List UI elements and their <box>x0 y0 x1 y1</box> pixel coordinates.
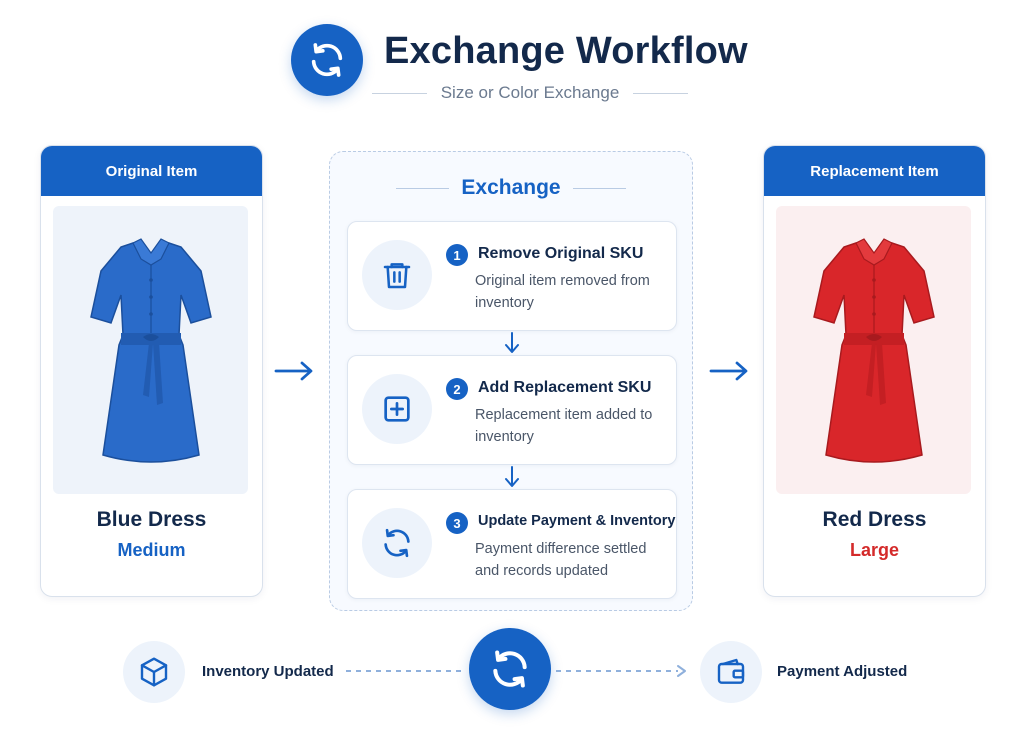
arrow-down-icon <box>505 466 519 487</box>
replacement-item-card: Replacement Item Red Dress Large <box>763 145 986 597</box>
original-item-heading: Original Item <box>41 146 262 196</box>
arrow-right-icon <box>274 361 313 381</box>
page-title: Exchange Workflow <box>384 30 748 72</box>
replacement-item-image <box>776 206 971 494</box>
exchange-title-row: Exchange <box>396 176 626 200</box>
box-icon <box>123 641 185 703</box>
wallet-icon <box>700 641 762 703</box>
original-item-size: Medium <box>117 540 186 560</box>
step-description: Original item removed from inventory <box>475 273 650 311</box>
replacement-item-heading: Replacement Item <box>764 146 985 196</box>
step-number: 1 <box>446 244 468 266</box>
step-number: 3 <box>446 512 468 534</box>
replacement-item-size: Large <box>849 540 900 560</box>
exchange-title: Exchange <box>461 176 561 199</box>
header-refresh-icon <box>291 24 363 96</box>
inventory-updated-label: Inventory Updated <box>202 663 334 680</box>
exchange-panel: Exchange 1 Remove Original SKU Original … <box>329 151 693 611</box>
subtitle-row: Size or Color Exchange <box>372 82 688 104</box>
arrow-right-icon <box>709 361 748 381</box>
plus-square-icon <box>362 374 432 444</box>
divider <box>396 187 450 189</box>
step-title: Remove Original SKU <box>478 245 644 262</box>
step-description: Payment difference settled and records u… <box>475 541 647 579</box>
step-number: 2 <box>446 378 468 400</box>
trash-icon <box>362 240 432 310</box>
original-item-name: Blue Dress <box>96 508 207 531</box>
exchange-step-3: 3 Update Payment & Inventory Payment dif… <box>347 489 677 599</box>
exchange-step-2: 2 Add Replacement SKU Replacement item a… <box>347 355 677 465</box>
step-description: Replacement item added to inventory <box>475 407 653 445</box>
divider <box>372 92 427 94</box>
exchange-step-1: 1 Remove Original SKU Original item remo… <box>347 221 677 331</box>
payment-adjusted-label: Payment Adjusted <box>777 663 908 680</box>
original-item-image <box>53 206 248 494</box>
step-title: Update Payment & Inventory <box>478 513 676 529</box>
divider <box>633 92 688 94</box>
original-item-card: Original Item Blue Dress Medium <box>40 145 263 597</box>
arrow-down-icon <box>505 332 519 353</box>
divider <box>572 187 626 189</box>
replacement-item-name: Red Dress <box>822 508 927 531</box>
blue-dress-icon <box>89 238 212 463</box>
red-dress-icon <box>812 238 935 463</box>
step-title: Add Replacement SKU <box>478 379 652 396</box>
chevron-right-icon <box>677 665 686 677</box>
sync-icon <box>362 508 432 578</box>
center-sync-icon <box>469 628 551 710</box>
dashed-connector <box>346 670 464 672</box>
page-subtitle: Size or Color Exchange <box>440 83 620 102</box>
dashed-connector <box>556 670 678 672</box>
